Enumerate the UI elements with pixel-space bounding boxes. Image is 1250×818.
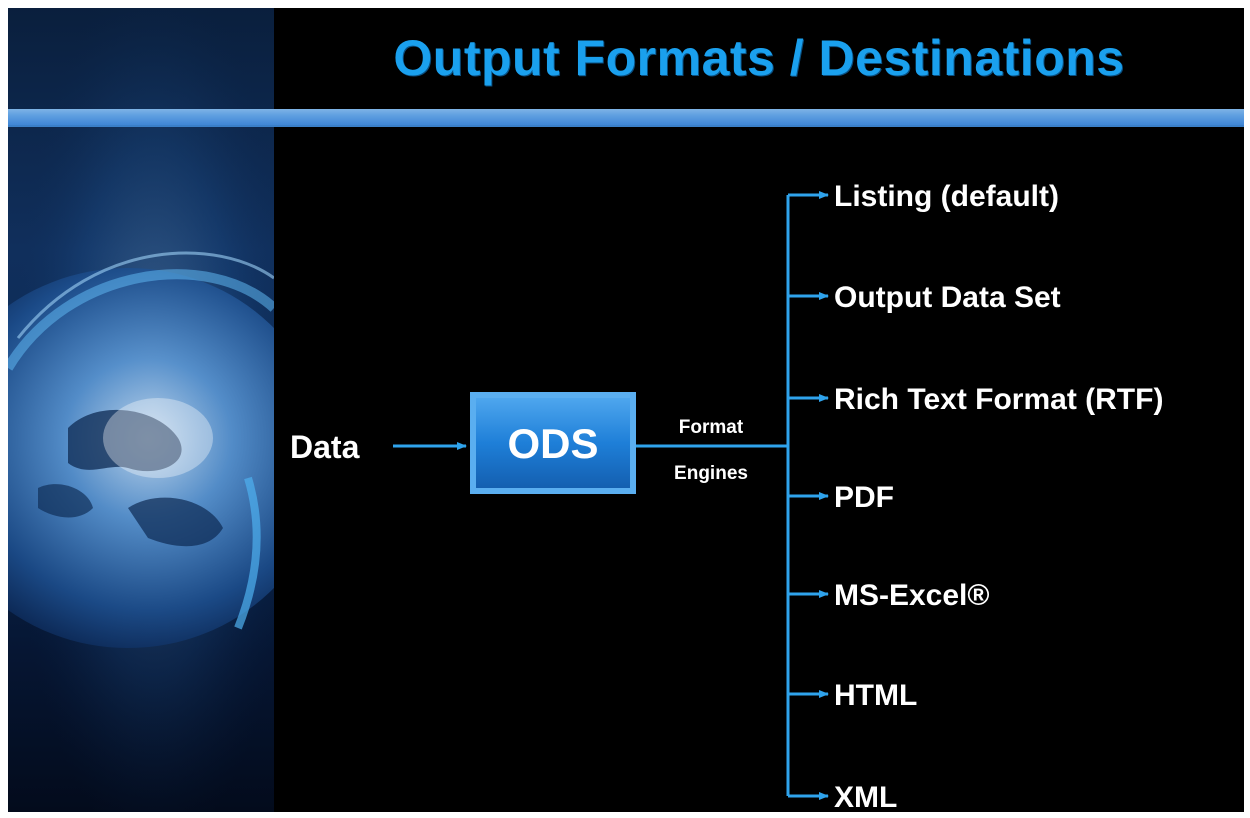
data-label: Data bbox=[290, 429, 360, 465]
globe-icon bbox=[8, 8, 274, 812]
output-html: HTML bbox=[834, 679, 917, 712]
slide: Output Formats / Destinations Data ODS F… bbox=[8, 8, 1244, 812]
output-excel: MS-Excel® bbox=[834, 579, 990, 612]
output-pdf: PDF bbox=[834, 481, 894, 514]
title-bar: Output Formats / Destinations bbox=[274, 8, 1244, 108]
output-listing: Listing (default) bbox=[834, 180, 1059, 213]
globe-image bbox=[8, 8, 274, 812]
title-divider-line bbox=[8, 125, 1244, 127]
ods-label: ODS bbox=[507, 420, 598, 467]
output-data-set: Output Data Set bbox=[834, 281, 1061, 314]
output-rtf: Rich Text Format (RTF) bbox=[834, 383, 1163, 416]
output-xml: XML bbox=[834, 781, 897, 812]
engine-label-format: Format bbox=[679, 417, 744, 438]
title-divider bbox=[8, 109, 1244, 125]
page-title: Output Formats / Destinations bbox=[393, 30, 1125, 86]
ods-box bbox=[476, 398, 630, 488]
engine-label-engines: Engines bbox=[674, 463, 748, 484]
flow-diagram: Data ODS Format Engines Listing (default… bbox=[290, 180, 1163, 812]
